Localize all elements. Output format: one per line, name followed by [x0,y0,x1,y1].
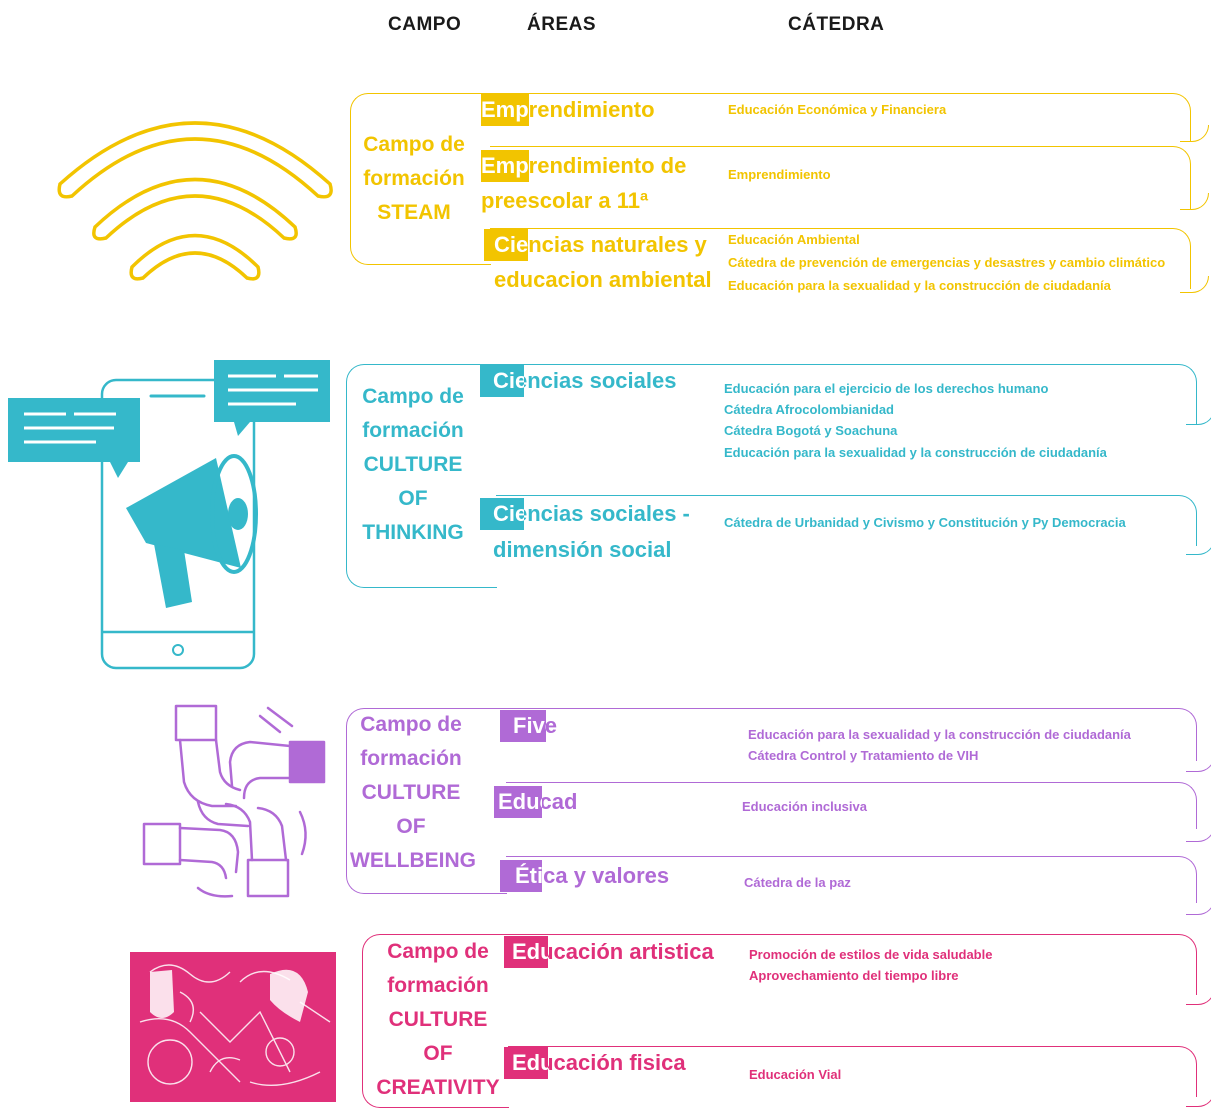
steam-area-1-band [490,93,1191,142]
thinking-area-1-hook [1186,408,1211,425]
wellbeing-area-1-catedra-1: Educación para la sexualidad y la constr… [748,727,1131,742]
steam-bracket [350,93,491,265]
creativity-area-1-chip [504,936,548,968]
creativity-area-2-label: Educación fisica [512,1050,686,1075]
thinking-area-1-catedra-1: Educación para el ejercicio de los derec… [724,381,1049,396]
megaphone-phone-icon [8,360,330,670]
header-campo: CAMPO [388,14,462,35]
thinking-area-2-label-chip-overlay: Ciencias sociales - [493,501,524,526]
thinking-area-2-chip [480,498,524,530]
art-collage-icon [130,952,336,1102]
wellbeing-area-2-hook [1186,825,1211,842]
wellbeing-area-2-label: Educad [498,789,578,814]
steam-area-2-band [490,146,1191,209]
steam-area-3-chip [484,229,528,261]
steam-area-1-catedra-1: Educación Económica y Financiera [728,102,947,117]
thinking-area-2-band [496,495,1197,546]
thinking-area-1-band [496,364,1197,425]
steam-campo-label: Campo de formación STEAM [363,133,465,224]
wellbeing-area-1-hook [1186,755,1211,772]
creativity-campo-label: Campo de formación CULTURE OF CREATIVITY [376,940,500,1099]
thinking-area-2-catedra-1: Cátedra de Urbanidad y Civismo y Constit… [724,515,1126,530]
thinking-area-1-label: Ciencias sociales [493,368,677,393]
thinking-area-1-catedra-2: Cátedra Afrocolombianidad [724,402,894,417]
steam-area-1-label-chip-overlay: Emprendimiento [481,97,529,122]
steam-area-3-label-chip-overlay: Ciencias naturales y [494,232,528,257]
thinking-area-2-hook [1186,538,1211,555]
creativity-area-2-label-chip-overlay: Educación fisica [512,1050,548,1075]
wellbeing-area-3-band [506,856,1197,903]
wellbeing-area-2-catedra-1: Educación inclusiva [742,799,867,814]
thinking-area-1-catedra-4: Educación para la sexualidad y la constr… [724,445,1107,460]
wellbeing-area-1-label: Five [513,713,558,738]
creativity-area-2-hook [1186,1090,1211,1107]
wellbeing-area-3-chip [500,860,542,892]
thinking-area-1-chip [480,365,524,397]
wellbeing-area-1-label-chip-overlay: Five [513,713,546,738]
wellbeing-area-3-label: Ética y valores [515,863,670,888]
thinking-area-2-label: Ciencias sociales - [493,501,690,526]
steam-area-2-label-2: preescolar a 11ª [481,188,649,213]
steam-area-3-label-2: educacion ambiental [494,267,712,292]
creativity-area-1-hook [1186,988,1211,1005]
steam-area-3-catedra-2: Cátedra de prevención de emergencias y d… [728,255,1166,270]
wellbeing-area-3-catedra-1: Cátedra de la paz [744,875,851,890]
wellbeing-area-3-label-chip-overlay: Ética y valores [515,863,542,888]
wellbeing-area-1-chip [500,710,546,742]
thinking-area-2-label-2: dimensión social [493,537,672,562]
thinking-area-1-catedra-3: Cátedra Bogotá y Soachuna [724,423,898,438]
thinking-campo-label: Campo de formación CULTURE OF THINKING [362,385,464,544]
wifi-icon [57,121,333,281]
steam-area-2-hook [1180,193,1209,210]
teamwork-hands-icon [142,704,326,898]
steam-area-1-label: Emprendimiento [481,97,655,122]
creativity-area-2-band [508,1046,1197,1097]
thinking-bracket [346,364,497,588]
steam-area-2-chip [481,150,529,182]
thinking-area-1-label-chip-overlay: Ciencias sociales [493,368,524,393]
steam-area-3-catedra-3: Educación para la sexualidad y la constr… [728,278,1111,293]
wellbeing-area-2-label-chip-overlay: Educad [498,789,542,814]
steam-area-3-band [490,228,1191,289]
steam-area-1-hook [1180,125,1209,142]
creativity-area-1-catedra-2: Aprovechamiento del tiempo libre [749,968,959,983]
creativity-bracket [362,934,509,1108]
steam-area-2-label: Emprendimiento de [481,153,687,178]
wellbeing-bracket [346,708,507,894]
creativity-area-1-catedra-1: Promoción de estilos de vida saludable [749,947,993,962]
steam-area-2-catedra-1: Emprendimiento [728,167,831,182]
wellbeing-area-1-band [506,708,1197,761]
header-catedra: CÁTEDRA [788,14,885,35]
header-areas: ÁREAS [527,14,597,35]
steam-area-1-chip [481,94,529,126]
steam-area-3-hook [1180,276,1209,293]
creativity-area-1-label-chip-overlay: Educación artistica [512,939,548,964]
creativity-area-2-catedra-1: Educación Vial [749,1067,842,1082]
wellbeing-area-3-hook [1186,898,1211,915]
steam-area-3-catedra-1: Educación Ambiental [728,232,860,247]
creativity-area-1-band [508,934,1197,995]
wellbeing-area-2-chip [494,786,542,818]
wellbeing-campo-label: Campo de formación CULTURE OF WELLBEING [350,713,476,872]
steam-area-2-label-chip-overlay: Emprendimiento de [481,153,529,178]
steam-area-3-label: Ciencias naturales y [494,232,707,257]
wellbeing-area-2-band [506,782,1197,829]
creativity-area-1-label: Educación artistica [512,939,714,964]
wellbeing-area-1-catedra-2: Cátedra Control y Tratamiento de VIH [748,748,979,763]
creativity-area-2-chip [504,1047,548,1079]
